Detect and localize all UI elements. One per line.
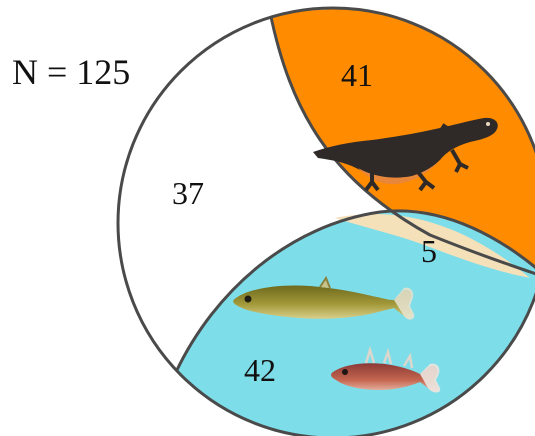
white-region-count: 37 xyxy=(172,175,204,211)
overlap-region-count: 5 xyxy=(421,233,437,269)
total-count-label: N = 125 xyxy=(12,52,130,92)
blue-region-count: 42 xyxy=(244,352,276,388)
orange-region-count: 41 xyxy=(341,57,373,93)
